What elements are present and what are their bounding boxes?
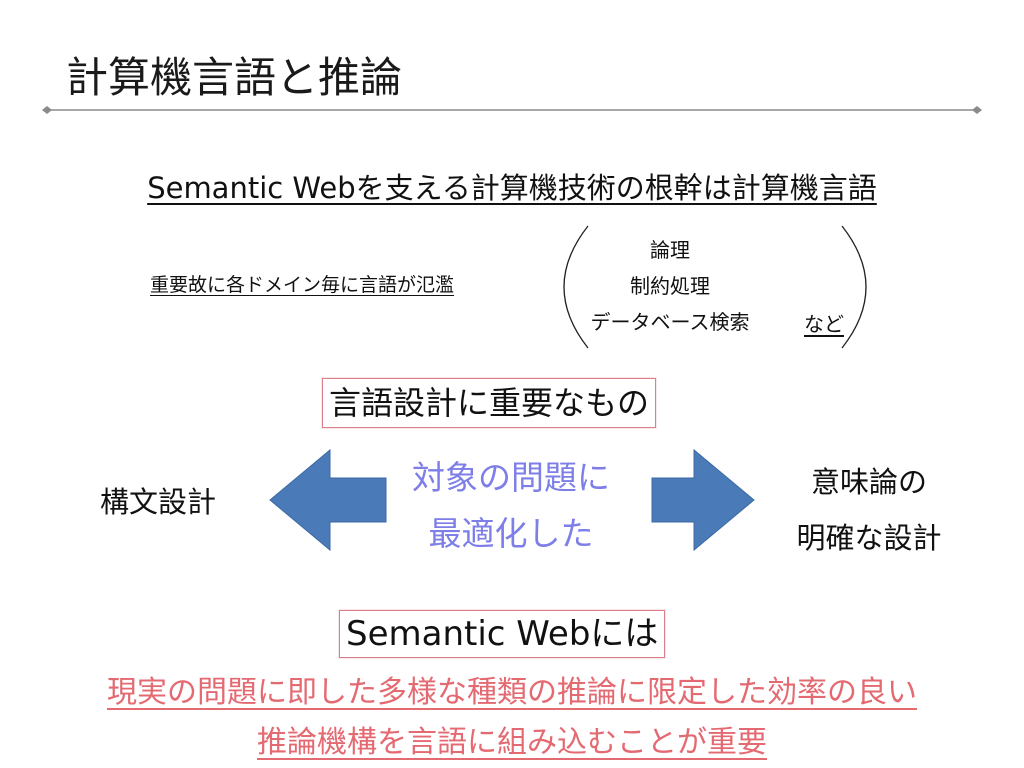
title-divider: [42, 106, 982, 114]
optimized-for-problem-text: 対象の問題に 最適化した: [380, 450, 642, 562]
list-item: データベース検索: [590, 310, 750, 334]
list-item: 制約処理: [630, 274, 710, 298]
semantics-line: 意味論の: [810, 465, 927, 499]
center-line: 最適化した: [428, 514, 594, 553]
lead-statement: Semantic Webを支える計算機技術の根幹は計算機言語: [147, 171, 877, 205]
conclusion-line: 現実の問題に即した多様な種類の推論に限定した効率の良い: [107, 675, 917, 710]
syntax-design-label: 構文設計: [100, 485, 217, 519]
arrow-right-icon: [651, 448, 755, 552]
list-item: 論理: [650, 238, 690, 262]
semantics-design-label: 意味論の 明確な設計: [782, 454, 956, 566]
semantic-web-heading: Semantic Webには: [339, 610, 666, 658]
language-proliferation-note: 重要故に各ドメイン毎に言語が氾濫: [150, 274, 455, 296]
center-line: 対象の問題に: [412, 458, 610, 497]
key-heading: 言語設計に重要なもの: [322, 378, 657, 428]
conclusion-text: 現実の問題に即した多様な種類の推論に限定した効率の良い 推論機構を言語に組み込む…: [0, 668, 1024, 768]
arrow-left-icon: [269, 448, 387, 552]
semantics-line: 明確な設計: [796, 521, 942, 555]
examples-suffix: など: [804, 312, 844, 336]
close-paren-icon: [841, 225, 867, 349]
open-paren-icon: [563, 225, 589, 349]
domain-example-list: 論理 制約処理 データベース検索: [580, 232, 760, 340]
slide-title: 計算機言語と推論: [66, 53, 403, 102]
conclusion-line: 推論機構を言語に組み込むことが重要: [257, 725, 767, 760]
